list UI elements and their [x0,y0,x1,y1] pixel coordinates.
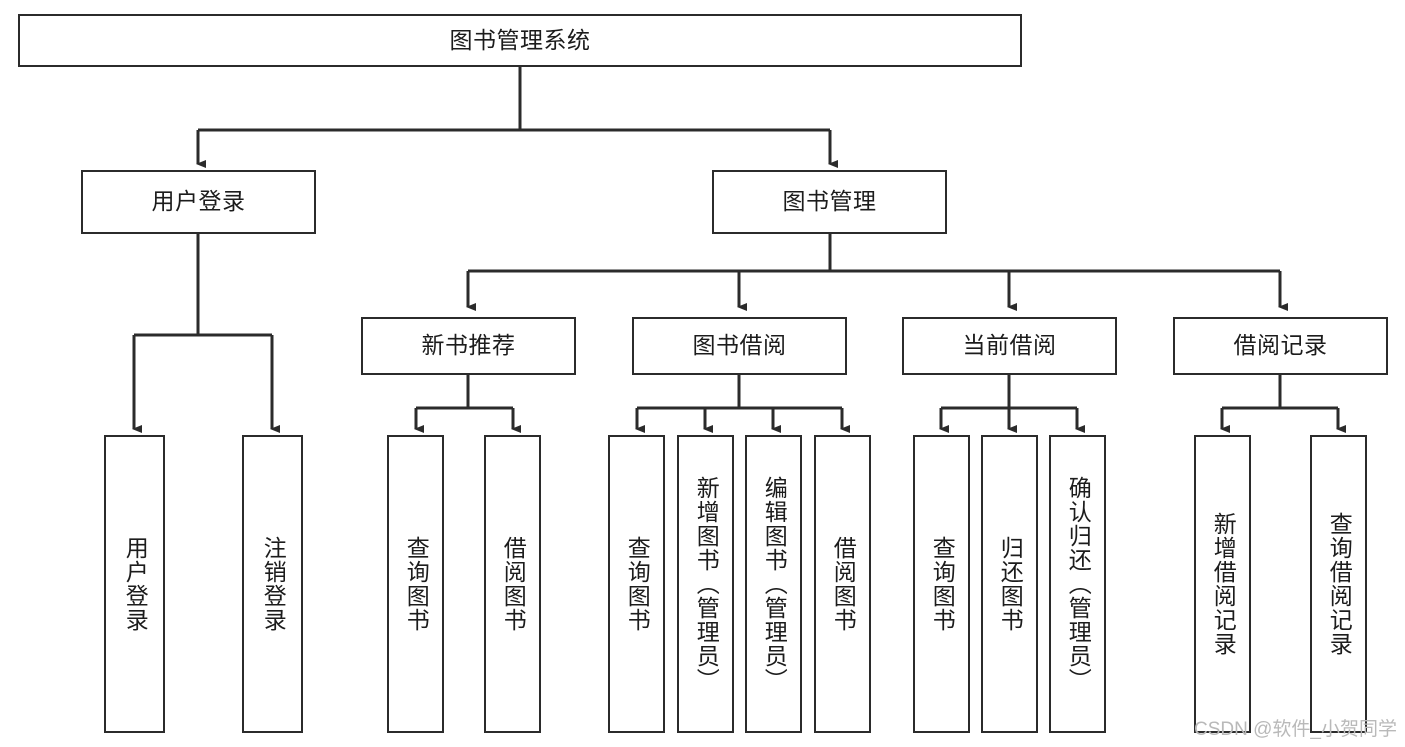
leaf-book-borrow-add[interactable]: 新增图书（管理员） [677,435,734,733]
node-label: 用户登录 [122,536,149,632]
leaf-new-book-query[interactable]: 查询图书 [387,435,444,733]
leaf-new-book-borrow[interactable]: 借阅图书 [484,435,541,733]
node-label: 编辑图书（管理员） [761,476,788,692]
node-label: 新增借阅记录 [1210,512,1237,656]
leaf-records-add[interactable]: 新增借阅记录 [1194,435,1251,733]
node-label: 查询图书 [929,536,956,632]
node-user-login[interactable]: 用户登录 [81,170,316,234]
leaf-book-borrow-edit[interactable]: 编辑图书（管理员） [745,435,802,733]
tree-connectors [132,67,1346,433]
node-label: 图书借阅 [692,332,787,359]
node-label: 用户登录 [151,188,246,215]
node-borrow-records[interactable]: 借阅记录 [1173,317,1388,375]
node-root-book-management-system[interactable]: 图书管理系统 [18,14,1022,67]
leaf-current-borrow-confirm-return[interactable]: 确认归还（管理员） [1049,435,1106,733]
node-book-management[interactable]: 图书管理 [712,170,947,234]
node-label: 查询图书 [624,536,651,632]
node-label: 图书管理系统 [449,26,591,53]
node-label: 借阅图书 [500,536,527,632]
node-current-borrow[interactable]: 当前借阅 [902,317,1117,375]
leaf-current-borrow-query[interactable]: 查询图书 [913,435,970,733]
node-label: 图书管理 [782,188,877,215]
leaf-user-login-logout[interactable]: 注销登录 [242,435,303,733]
leaf-book-borrow-borrow[interactable]: 借阅图书 [814,435,871,733]
node-label: 注销登录 [260,536,287,632]
node-label: 查询借阅记录 [1326,512,1353,656]
leaf-user-login-login[interactable]: 用户登录 [104,435,165,733]
leaf-book-borrow-query[interactable]: 查询图书 [608,435,665,733]
node-label: 新书推荐 [421,332,516,359]
node-label: 当前借阅 [962,332,1057,359]
node-label: 新增图书（管理员） [693,476,720,692]
node-label: 借阅记录 [1233,332,1328,359]
node-label: 确认归还（管理员） [1065,476,1092,692]
node-label: 查询图书 [403,536,430,632]
node-label: 借阅图书 [830,536,857,632]
node-label: 归还图书 [997,536,1024,632]
leaf-current-borrow-return[interactable]: 归还图书 [981,435,1038,733]
node-new-book-recommend[interactable]: 新书推荐 [361,317,576,375]
node-book-borrow[interactable]: 图书借阅 [632,317,847,375]
leaf-records-query[interactable]: 查询借阅记录 [1310,435,1367,733]
